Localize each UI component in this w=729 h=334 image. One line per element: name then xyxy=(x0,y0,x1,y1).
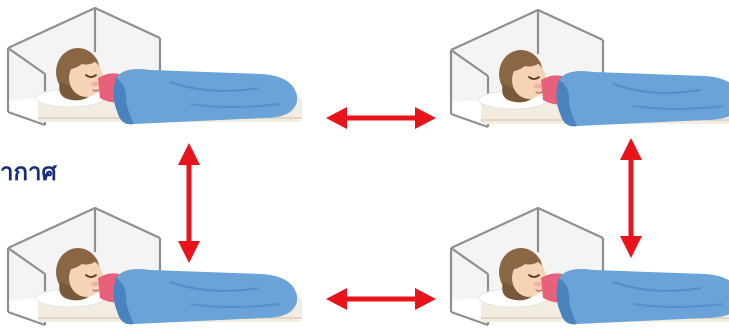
sleeper-bottom-left-icon xyxy=(8,208,302,325)
arrow-top-horizontal-icon xyxy=(326,107,436,129)
arrow-left-vertical-icon xyxy=(178,143,200,263)
arrow-right-vertical-icon xyxy=(620,138,642,258)
arrow-bottom-horizontal-icon xyxy=(326,288,436,310)
sleeper-bottom-right-icon xyxy=(451,208,729,325)
sleeper-top-right-icon xyxy=(451,10,729,127)
sleeper-top-left-icon xyxy=(8,8,302,125)
side-label: ากาศ xyxy=(0,160,57,184)
